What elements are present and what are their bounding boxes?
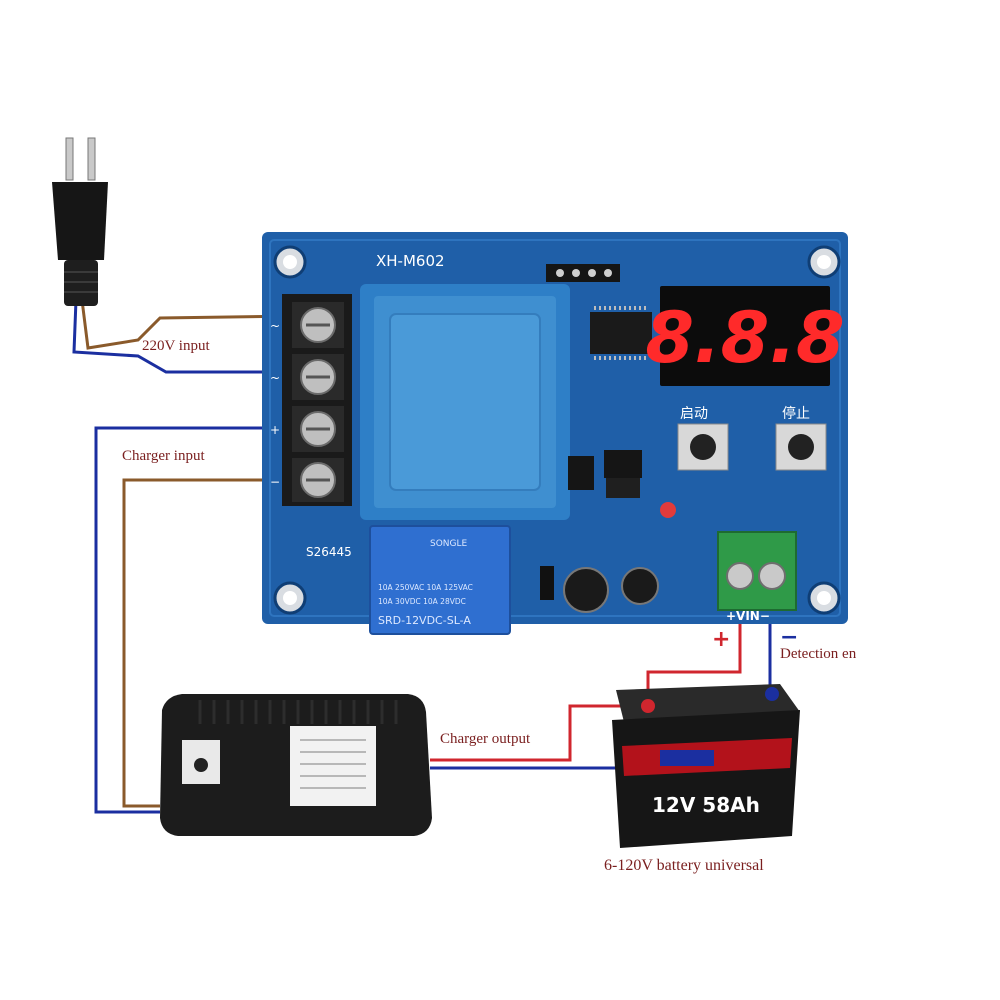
charger (160, 694, 432, 836)
battery-terminal-neg (765, 687, 779, 701)
terminal-mark-2: ~ (270, 371, 280, 385)
charger-in-wire-blue (94, 426, 300, 814)
relay-model: SRD-12VDC-SL-A (378, 614, 471, 627)
relay-line1: 10A 250VAC 10A 125VAC (378, 583, 473, 592)
capacitors (563, 567, 659, 613)
relay: SONGLE 10A 250VAC 10A 125VAC 10A 30VDC 1… (369, 525, 511, 635)
terminal-mark-1: ~ (270, 319, 280, 333)
board-code: S26445 (306, 545, 352, 559)
start-button (677, 423, 729, 471)
charger-out-wire-red (430, 704, 648, 762)
transformer (360, 284, 570, 520)
battery-terminal-pos (641, 699, 655, 713)
relay-brand: SONGLE (430, 539, 468, 549)
plug-body (52, 182, 108, 260)
label-ac-input: 220V input (142, 338, 210, 354)
battery: 12V 58Ah (612, 684, 800, 848)
vin-label: +VIN− (726, 609, 770, 623)
start-label: 启动 (680, 406, 708, 422)
plus-marker: + (712, 627, 730, 652)
ac-wire-brown (80, 299, 301, 350)
label-battery-caption: 6-120V battery universal (604, 857, 764, 874)
battery-front (612, 710, 800, 848)
terminal-screws (292, 302, 344, 502)
seven-segment-display: 8.8.8 (645, 286, 845, 386)
label-charger-output: Charger output (440, 731, 531, 747)
plug-prong-left (65, 137, 74, 181)
stop-label: 停止 (782, 405, 810, 422)
pcb-board: ~ ~ + − XH-M602 S26445 SONGLE 10A 250VAC… (262, 232, 848, 635)
ac-wire-blue (72, 299, 300, 374)
minus-marker: − (780, 625, 798, 650)
stop-button (775, 423, 827, 471)
relay-line2: 10A 30VDC 10A 28VDC (378, 597, 466, 606)
header-pins (546, 264, 620, 282)
label-charger-input: Charger input (122, 448, 205, 464)
diode (540, 566, 554, 600)
status-led (660, 502, 676, 518)
board-model: XH-M602 (376, 252, 445, 270)
power-plug (52, 137, 108, 306)
vin-terminal (717, 531, 797, 611)
charger-sticker (290, 726, 376, 806)
label-detection: Detection en (780, 646, 857, 662)
charger-in-wire-brown (122, 478, 300, 808)
plug-prong-right (87, 137, 96, 181)
ic-chip (590, 306, 652, 360)
battery-spec: 12V 58Ah (652, 793, 760, 817)
display-digits: 8.8.8 (645, 297, 844, 379)
terminal-mark-3: + (270, 423, 280, 437)
regulator (568, 450, 642, 498)
terminal-mark-4: − (270, 475, 280, 489)
